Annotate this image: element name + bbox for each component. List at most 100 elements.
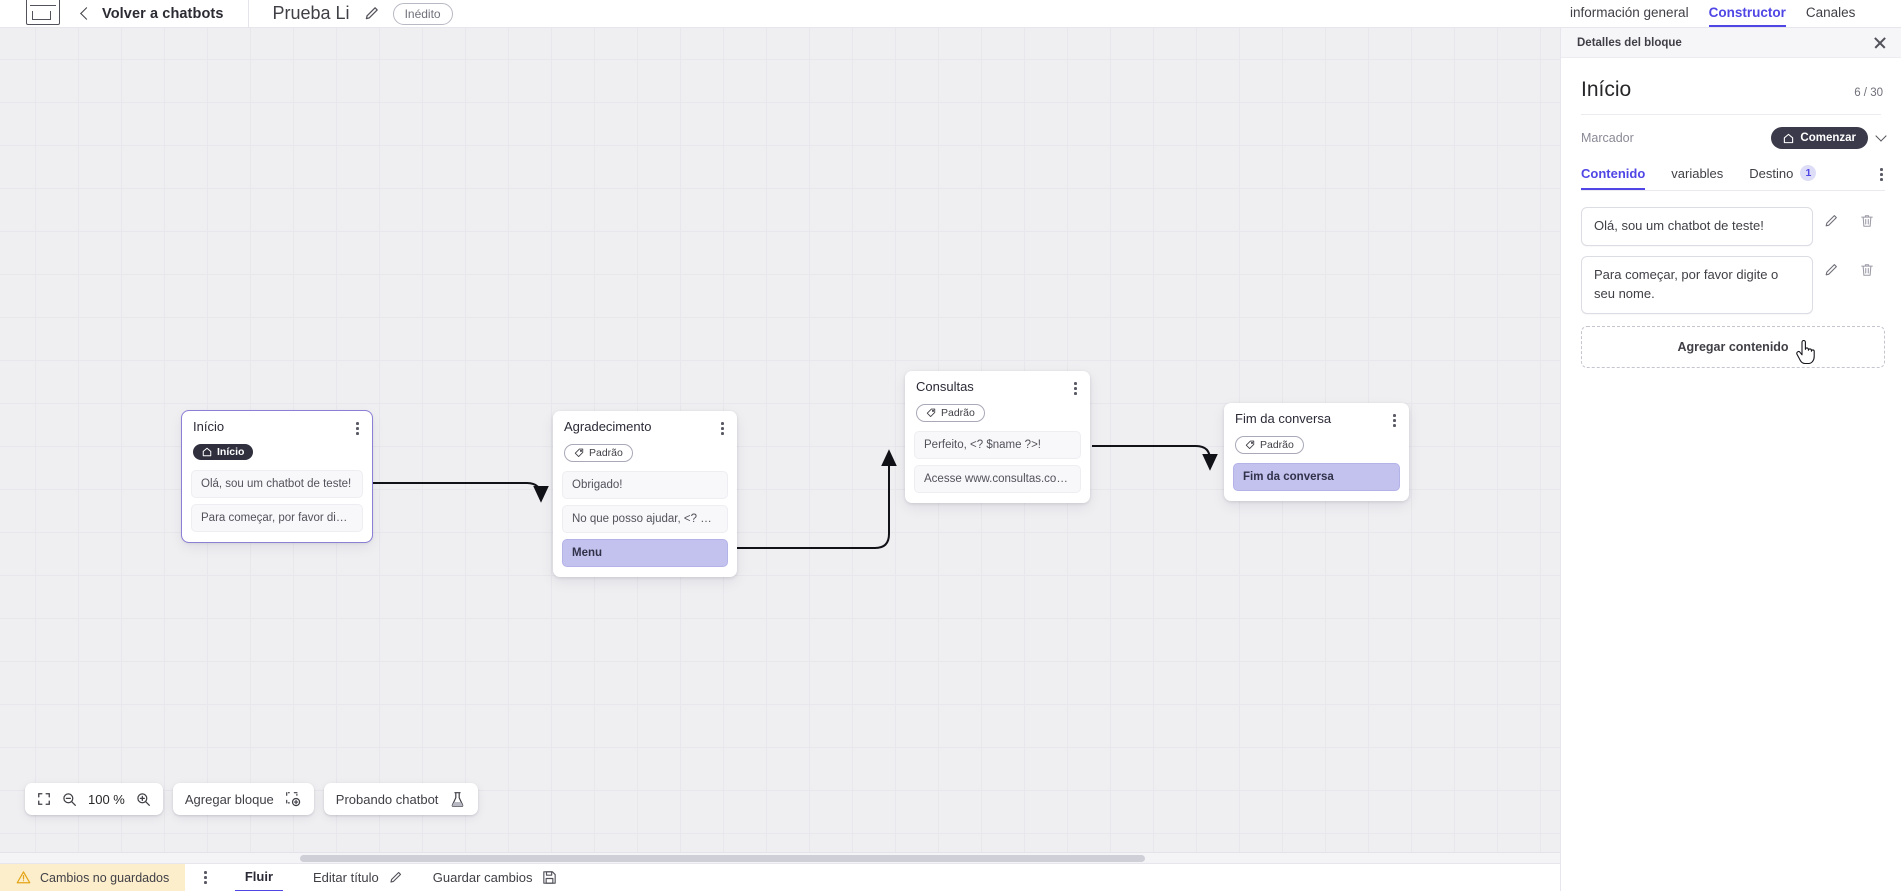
content-item-text[interactable]: Para começar, por favor digite o seu nom…: [1581, 255, 1813, 314]
add-block-button[interactable]: Agregar bloque: [172, 783, 314, 815]
delete-content-trash-icon[interactable]: [1849, 213, 1885, 229]
node-messages: Perfeito, <? $name ?>! Acesse www.consul…: [905, 431, 1090, 503]
marker-control: Comenzar: [1771, 127, 1887, 149]
canvas-scrollbar-thumb[interactable]: [300, 855, 1145, 862]
node-messages: Obrigado! No que posso ajudar, <? $name …: [553, 471, 737, 577]
node-menu-kebab-icon[interactable]: [354, 420, 361, 437]
tab-destino-badge: 1: [1800, 165, 1817, 181]
node-tag-standard: Padrão: [1235, 435, 1304, 455]
zoom-controls: 100 %: [25, 783, 163, 815]
page-title: Prueba Li: [272, 3, 350, 23]
node-tag-start: Início: [193, 443, 254, 461]
tag-icon: [1245, 440, 1255, 450]
save-changes-button[interactable]: Guardar cambios: [433, 870, 557, 885]
content-item-text[interactable]: Olá, sou um chatbot de teste!: [1581, 207, 1813, 246]
node-messages: Olá, sou um chatbot de teste! Para começ…: [182, 470, 372, 542]
tab-fluir[interactable]: Fluir: [234, 864, 284, 891]
flow-node-consultas[interactable]: Consultas Padrão Perfeito, <? $name ?>! …: [905, 371, 1090, 504]
node-message[interactable]: Para começar, por favor digite o ...: [191, 504, 363, 533]
tab-informacion-general[interactable]: información general: [1570, 5, 1689, 20]
flow-node-fim-da-conversa[interactable]: Fim da conversa Padrão Fim da conversa: [1224, 403, 1409, 502]
unsaved-changes-label: Cambios no guardados: [40, 870, 170, 885]
edit-content-pencil-icon[interactable]: [1813, 213, 1849, 229]
edit-title-label: Editar título: [313, 870, 379, 885]
panel-tabs: Contenido variables Destino 1: [1581, 165, 1885, 191]
edit-title-button[interactable]: Editar título: [313, 870, 403, 885]
chevron-left-icon: [80, 7, 93, 20]
right-top-tabs: información general Constructor Canales: [1560, 0, 1901, 28]
node-menu-kebab-icon[interactable]: [1072, 380, 1079, 397]
tab-constructor[interactable]: Constructor: [1708, 5, 1786, 27]
canvas-horizontal-scrollbar[interactable]: [0, 852, 1561, 863]
content-item-row: Para começar, por favor digite o seu nom…: [1581, 255, 1885, 314]
home-icon: [202, 447, 212, 457]
node-title: Fim da conversa: [1235, 411, 1332, 426]
node-message-menu[interactable]: Menu: [562, 539, 728, 568]
back-to-chatbots-button[interactable]: Volver a chatbots: [80, 6, 224, 22]
pencil-icon: [390, 871, 401, 883]
zoom-in-icon[interactable]: [136, 792, 151, 807]
chevron-down-icon[interactable]: [1875, 130, 1887, 142]
node-tag-standard: Padrão: [916, 403, 985, 423]
node-header: Fim da conversa: [1224, 411, 1409, 429]
tag-icon: [926, 408, 936, 418]
node-tag-label: Padrão: [941, 406, 975, 419]
node-message[interactable]: Olá, sou um chatbot de teste!: [191, 470, 363, 499]
close-icon[interactable]: [1873, 36, 1887, 50]
tab-contenido-label: Contenido: [1581, 165, 1646, 181]
save-changes-label: Guardar cambios: [432, 870, 533, 885]
node-menu-kebab-icon[interactable]: [719, 420, 726, 437]
zoom-level-value: 100 %: [88, 791, 125, 807]
add-block-label: Agregar bloque: [184, 791, 274, 807]
panel-header-title: Detalles del bloque: [1577, 36, 1682, 49]
flow-canvas[interactable]: Início Início Olá, sou um chatbot de tes…: [0, 28, 1561, 863]
tab-destino-label: Destino: [1749, 165, 1794, 181]
app-logo-icon[interactable]: [26, 0, 60, 25]
marker-value-label: Comenzar: [1800, 132, 1856, 144]
flask-icon: [449, 791, 466, 808]
node-menu-kebab-icon[interactable]: [1391, 412, 1398, 429]
tab-variables[interactable]: variables: [1671, 166, 1723, 190]
edit-title-pencil-icon[interactable]: [363, 5, 380, 22]
node-title: Consultas: [916, 379, 974, 394]
marker-label: Marcador: [1581, 131, 1634, 145]
edit-content-pencil-icon[interactable]: [1813, 262, 1849, 278]
node-header: Agradecimento: [553, 419, 737, 437]
flow-node-inicio[interactable]: Início Início Olá, sou um chatbot de tes…: [181, 409, 373, 544]
panel-block-counter: 6 / 30: [1854, 87, 1883, 99]
document-title-group: Prueba Li Inédito: [272, 2, 453, 25]
node-message[interactable]: Obrigado!: [562, 471, 728, 500]
panel-block-title: Início: [1581, 78, 1632, 101]
edge-agradecimento-consultas: [736, 449, 897, 549]
marker-value-pill[interactable]: Comenzar: [1771, 127, 1868, 149]
edge-consultas-fim: [1092, 445, 1218, 471]
node-message[interactable]: No que posso ajudar, <? $name ...: [562, 505, 728, 534]
tab-canales[interactable]: Canales: [1805, 5, 1856, 20]
flow-node-agradecimento[interactable]: Agradecimento Padrão Obrigado! No que po…: [553, 411, 737, 578]
warning-icon: [16, 871, 31, 884]
node-title: Início: [193, 419, 225, 434]
node-tag-label: Padrão: [589, 446, 623, 459]
tag-icon: [574, 448, 584, 458]
node-message-menu[interactable]: Fim da conversa: [1233, 463, 1400, 492]
zoom-out-icon[interactable]: [62, 792, 77, 807]
delete-content-trash-icon[interactable]: [1849, 262, 1885, 278]
statusbar-kebab-icon[interactable]: [202, 869, 209, 886]
home-icon: [1784, 133, 1794, 143]
tab-destino[interactable]: Destino 1: [1749, 165, 1817, 190]
panel-tabs-kebab-icon[interactable]: [1878, 166, 1885, 183]
node-title: Agradecimento: [564, 419, 652, 434]
test-chatbot-button[interactable]: Probando chatbot: [323, 783, 479, 815]
node-message[interactable]: Acesse www.consultas.com par...: [914, 465, 1081, 494]
node-tag-row: Padrão: [905, 397, 1090, 431]
tab-contenido[interactable]: Contenido: [1581, 165, 1646, 190]
node-message[interactable]: Perfeito, <? $name ?>!: [914, 431, 1081, 460]
node-tag-label: Padrão: [1260, 438, 1294, 451]
block-details-panel: Detalles del bloque Início 6 / 30 Marcad…: [1560, 28, 1901, 891]
fit-screen-icon[interactable]: [37, 792, 51, 806]
content-item-actions: [1813, 256, 1885, 278]
add-content-button[interactable]: Agregar contenido: [1581, 325, 1885, 368]
node-tag-standard: Padrão: [564, 443, 633, 463]
status-badge: Inédito: [392, 2, 453, 25]
